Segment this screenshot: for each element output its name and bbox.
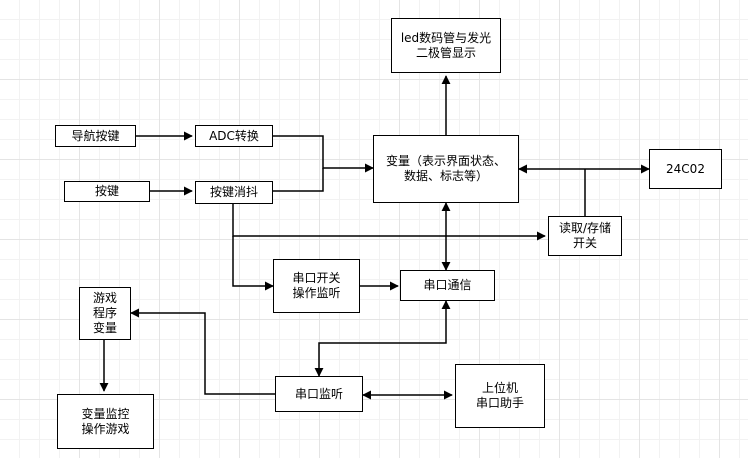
serial-switch-node: 串口开关 操作监听	[273, 259, 360, 313]
variable-node: 变量（表示界面状态、 数据、标志等）	[373, 135, 519, 203]
debounce-node: 按键消抖	[195, 181, 273, 204]
game-var-node: 游戏 程序 变量	[79, 287, 131, 340]
edge-debounce-to-variable	[273, 168, 324, 192]
serial-comm-node: 串口通信	[400, 270, 495, 301]
edge-debounce-to-rw-switch	[232, 204, 546, 241]
edge-debounce-to-serial-switch	[232, 236, 274, 291]
adc-node: ADC转换	[195, 125, 273, 147]
host-node: 上位机 串口助手	[455, 364, 545, 428]
key-node: 按键	[64, 181, 150, 202]
serial-monitor-node: 串口监听	[275, 376, 363, 412]
edge-serial-comm-monitor	[314, 300, 451, 377]
led-display-node: led数码管与发光 二极管显示	[391, 18, 501, 73]
edge-monitor-to-game-var	[130, 308, 275, 395]
var-monitor-node: 变量监控 操作游戏	[57, 394, 154, 449]
edge-adc-to-variable	[273, 135, 374, 173]
nav-key-node: 导航按键	[55, 125, 136, 147]
eeprom-node: 24C02	[649, 149, 722, 189]
rw-switch-node: 读取/存储 开关	[548, 216, 622, 256]
